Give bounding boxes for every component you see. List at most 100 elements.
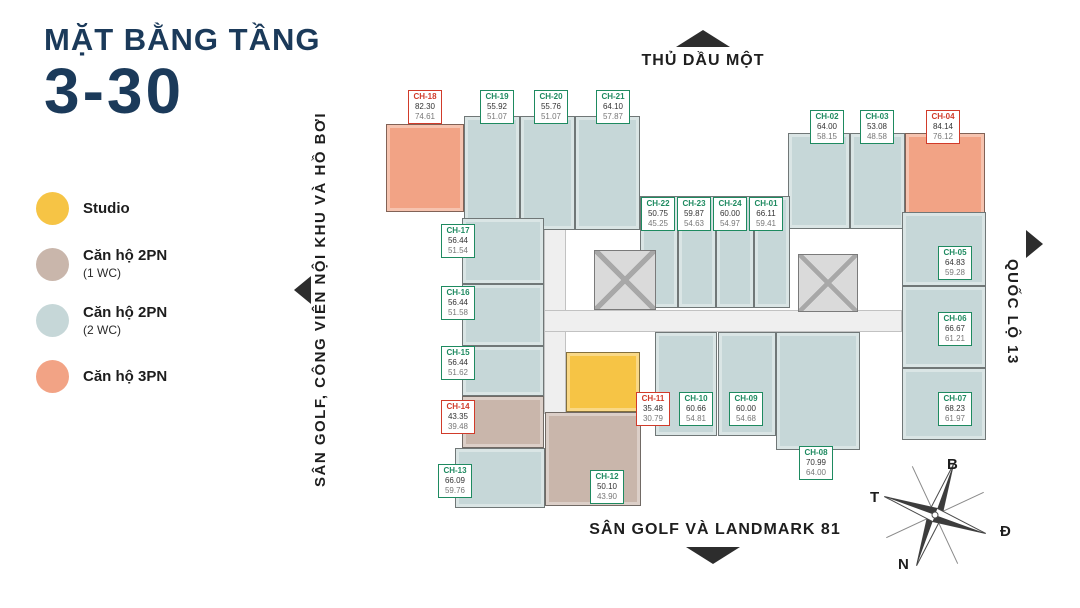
unit-id: CH-12 xyxy=(595,472,619,481)
unit-area-gross: 50.75 xyxy=(647,209,669,218)
legend-label: Studio xyxy=(83,199,130,217)
unit-area-gross: 53.08 xyxy=(866,122,888,131)
unit-area-net: 61.21 xyxy=(944,334,966,343)
unit-area-ch-02 xyxy=(788,133,850,229)
legend-sublabel: (1 WC) xyxy=(83,266,121,281)
arrow-down-icon xyxy=(686,547,740,564)
legend-swatch xyxy=(36,360,69,393)
legend-item: Căn hộ 3PN xyxy=(36,360,167,393)
unit-area-gross: 84.14 xyxy=(932,122,954,131)
unit-id: CH-22 xyxy=(646,199,670,208)
legend-swatch xyxy=(36,192,69,225)
unit-id: CH-09 xyxy=(734,394,758,403)
unit-area-net: 59.28 xyxy=(944,268,966,277)
unit-area-net: 54.97 xyxy=(719,219,741,228)
arrow-right-icon xyxy=(1026,230,1043,258)
unit-id: CH-21 xyxy=(601,92,625,101)
unit-area-net: 64.00 xyxy=(805,468,827,477)
unit-area-net: 45.25 xyxy=(647,219,669,228)
page-title: MẶT BẰNG TẦNG xyxy=(44,22,321,57)
compass-rose xyxy=(884,464,986,566)
unit-area-gross: 56.44 xyxy=(447,298,469,307)
unit-area-ch-21 xyxy=(575,116,640,230)
unit-id: CH-19 xyxy=(485,92,509,101)
legend-label: Căn hộ 2PN(2 WC) xyxy=(83,303,168,337)
unit-area-net: 57.87 xyxy=(602,112,624,121)
unit-id: CH-23 xyxy=(682,199,706,208)
floor-range: 3-30 xyxy=(44,54,185,127)
unit-id: CH-14 xyxy=(446,402,470,411)
unit-id: CH-03 xyxy=(865,112,889,121)
legend-label: Căn hộ 3PN xyxy=(83,367,168,385)
legend-item: Studio xyxy=(36,192,167,225)
page-title-block: MẶT BẰNG TẦNG 3-30 xyxy=(44,22,321,127)
unit-area-gross: 60.00 xyxy=(735,404,757,413)
legend-label: Căn hộ 2PN(1 WC) xyxy=(83,247,168,281)
unit-area-gross: 66.11 xyxy=(756,209,776,218)
unit-area-ch-16 xyxy=(462,284,544,346)
unit-area-gross: 70.99 xyxy=(805,458,827,467)
unit-area-gross: 66.09 xyxy=(444,476,466,485)
unit-id: CH-06 xyxy=(943,314,967,323)
unit-area-gross: 55.92 xyxy=(486,102,508,111)
unit-area-ch-11 xyxy=(566,352,640,412)
unit-area-gross: 66.67 xyxy=(944,324,966,333)
unit-area-net: 54.81 xyxy=(685,414,707,423)
unit-area-net: 59.76 xyxy=(444,486,466,495)
compass-west-label: T xyxy=(870,489,880,506)
direction-bottom-label: SÂN GOLF VÀ LANDMARK 81 xyxy=(589,521,841,538)
unit-id: CH-01 xyxy=(754,199,778,208)
compass-east-label: Đ xyxy=(1000,523,1011,540)
unit-area-net: 51.58 xyxy=(447,308,469,317)
unit-area-gross: 68.23 xyxy=(944,404,966,413)
unit-id: CH-16 xyxy=(446,288,470,297)
elevator-core-right xyxy=(798,254,858,312)
unit-area-gross: 50.10 xyxy=(596,482,618,491)
unit-area-net: 51.07 xyxy=(540,112,562,121)
unit-area-gross: 64.00 xyxy=(816,122,838,131)
unit-area-net: 76.12 xyxy=(932,132,954,141)
unit-area-ch-03 xyxy=(850,133,905,229)
unit-area-net: 54.68 xyxy=(735,414,757,423)
unit-id: CH-10 xyxy=(684,394,708,403)
corridor-horizontal xyxy=(544,310,902,332)
unit-area-net: 39.48 xyxy=(447,422,469,431)
direction-right-label: QUỐC LỘ 13 xyxy=(1004,259,1021,365)
unit-area-gross: 59.87 xyxy=(683,209,705,218)
unit-id: CH-04 xyxy=(931,112,955,121)
unit-area-gross: 55.76 xyxy=(540,102,562,111)
unit-area-net: 51.07 xyxy=(486,112,508,121)
legend-swatch xyxy=(36,247,69,281)
legend-item: Căn hộ 2PN(1 WC) xyxy=(36,247,167,282)
unit-area-gross: 56.44 xyxy=(447,358,469,367)
unit-area-net: 58.15 xyxy=(816,132,838,141)
unit-area-gross: 60.00 xyxy=(719,209,741,218)
unit-area-net: 51.54 xyxy=(447,246,469,255)
unit-id: CH-13 xyxy=(443,466,467,475)
unit-area-gross: 64.83 xyxy=(944,258,966,267)
arrow-left-icon xyxy=(294,276,311,304)
unit-area-net: 74.61 xyxy=(414,112,436,121)
unit-area-net: 54.63 xyxy=(683,219,705,228)
unit-area-ch-20 xyxy=(520,116,575,230)
unit-area-net: 30.79 xyxy=(642,414,664,423)
unit-area-net: 48.58 xyxy=(866,132,888,141)
unit-area-ch-19 xyxy=(464,116,520,230)
direction-top-label: THỦ DẦU MỘT xyxy=(641,52,765,69)
unit-area-gross: 60.66 xyxy=(685,404,707,413)
unit-area-gross: 82.30 xyxy=(414,102,436,111)
